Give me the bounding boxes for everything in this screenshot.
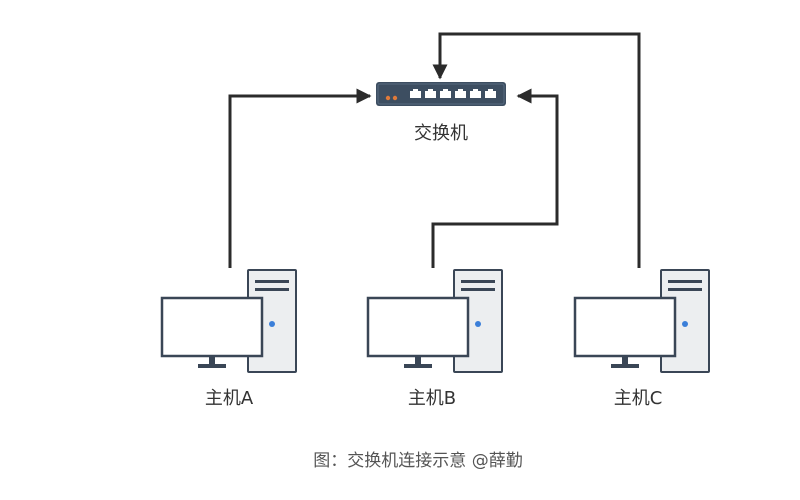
- switch-port-icon: [485, 89, 496, 98]
- switch-led-icon: [385, 95, 391, 101]
- switch-port-icon: [425, 89, 436, 98]
- connection-host-b: [431, 88, 559, 268]
- host-b: [366, 269, 503, 373]
- monitor-icon: [573, 296, 677, 368]
- switch-port-icon: [470, 89, 481, 98]
- switch-device: [376, 82, 506, 106]
- monitor-icon: [366, 296, 470, 368]
- switch-port-icon: [440, 89, 451, 98]
- switch-ports: [410, 89, 496, 98]
- figure-caption: 图：交换机连接示意 @薛勤: [313, 451, 522, 471]
- host-b-label: 主机B: [408, 388, 456, 409]
- connection-host-a: [228, 88, 372, 268]
- host-a: [160, 269, 297, 373]
- switch-led-icon: [392, 95, 398, 101]
- switch-port-icon: [410, 89, 421, 98]
- switch-label: 交换机: [414, 123, 468, 144]
- connection-host-c: [432, 32, 641, 268]
- host-c-label: 主机C: [614, 388, 663, 409]
- monitor-icon: [160, 296, 264, 368]
- host-c: [573, 269, 710, 373]
- host-a-label: 主机A: [205, 388, 254, 409]
- connections: [228, 32, 641, 268]
- switch-port-icon: [455, 89, 466, 98]
